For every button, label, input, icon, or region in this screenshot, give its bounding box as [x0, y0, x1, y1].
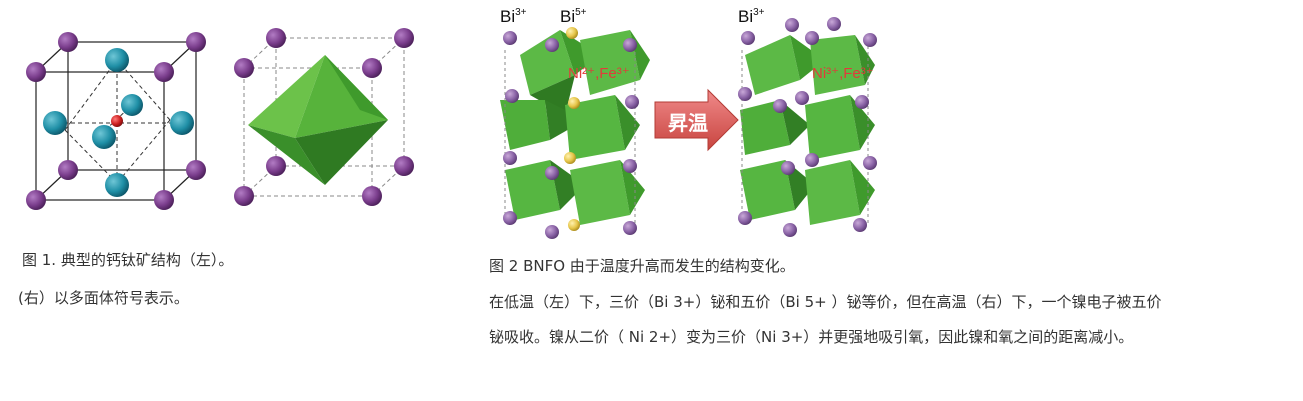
a-site-atom	[234, 58, 254, 78]
a-site-atom	[154, 62, 174, 82]
a-site-atom	[394, 156, 414, 176]
bnfo-structure-figure: Bi3+ Bi5+ Ni²⁺,Fe³⁺ Bi3+ Ni³⁺,Fe³⁺	[500, 7, 877, 239]
a-site-atom	[234, 186, 254, 206]
heating-arrow	[654, 88, 739, 152]
low-temperature-structure	[500, 30, 650, 225]
a-site-atom	[186, 160, 206, 180]
a-site-atom	[58, 32, 78, 52]
figure2-caption-body-line1: 在低温（左）下，三价（Bi 3+）铋和五价（Bi 5+ ）铋等价，但在高温（右）…	[489, 293, 1162, 311]
a-site-atom	[58, 160, 78, 180]
figure2-caption-title: 图 2 BNFO 由于温度升高而发生的结构变化。	[489, 257, 795, 275]
octahedron-figure	[234, 28, 414, 206]
oxygen-atom	[121, 94, 143, 116]
label-bi3-right: Bi3+	[738, 7, 765, 26]
a-site-atom	[266, 28, 286, 48]
a-site-atom	[362, 58, 382, 78]
label-bi3-left: Bi3+	[500, 7, 527, 26]
a-site-atom	[26, 190, 46, 210]
label-ni-fe-right: Ni³⁺,Fe³⁺	[812, 65, 874, 82]
oxygen-atom	[105, 48, 129, 72]
figure1-caption-line1: 图 1. 典型的钙钛矿结构（左）。	[22, 251, 234, 269]
figure1-caption-line2: (右）以多面体符号表示。	[18, 289, 189, 307]
a-site-atom	[394, 28, 414, 48]
heating-arrow-label: 昇温	[668, 111, 708, 135]
oxygen-atom	[170, 111, 194, 135]
a-site-atom	[186, 32, 206, 52]
label-ni-fe-left: Ni²⁺,Fe³⁺	[568, 65, 630, 82]
a-site-atom	[362, 186, 382, 206]
perovskite-cube-figure	[26, 32, 206, 210]
label-bi5: Bi5+	[560, 7, 587, 26]
oxygen-atom	[92, 125, 116, 149]
figure2-caption-body-line2: 铋吸收。镍从二价（ Ni 2+）变为三价（Ni 3+）并更强地吸引氧，因此镍和氧…	[489, 328, 1134, 346]
oxygen-atom	[105, 173, 129, 197]
a-site-atom	[266, 156, 286, 176]
a-site-atom	[26, 62, 46, 82]
oxygen-atom	[43, 111, 67, 135]
high-temperature-structure	[740, 35, 875, 225]
a-site-atom	[154, 190, 174, 210]
b-site-atom	[111, 115, 123, 127]
